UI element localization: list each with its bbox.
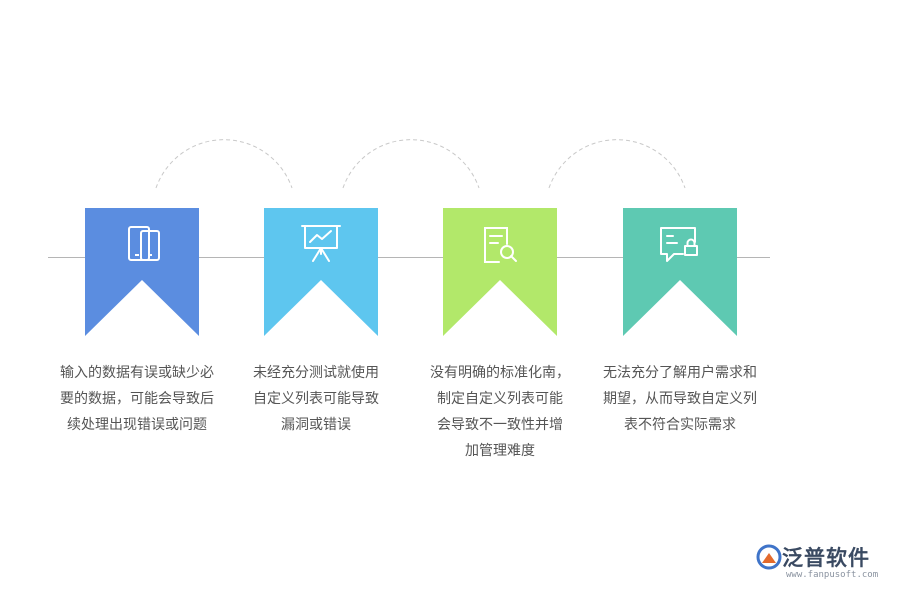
step-4-ribbon (623, 208, 737, 336)
step-2-ribbon (264, 208, 378, 336)
presentation-chart-icon (301, 225, 341, 262)
timeline-line (48, 257, 770, 258)
message-lock-icon (660, 227, 698, 262)
brand-mark-icon (756, 544, 782, 570)
brand-logo: 泛普软件 www.fanpusoft.com (756, 542, 886, 582)
document-search-icon (484, 227, 517, 263)
step-3-ribbon (443, 208, 557, 336)
step-3-text: 没有明确的标准化南， 制定自定义列表可能 会导致不一致性并增 加管理难度 (430, 365, 570, 459)
brand-url: www.fanpusoft.com (786, 570, 879, 580)
tablet-phone-icon (128, 226, 160, 261)
step-1-text: 输入的数据有误或缺少必 要的数据，可能会导致后 续处理出现错误或问题 (60, 365, 214, 433)
step-4-text: 无法充分了解用户需求和 期望，从而导致自定义列 表不符合实际需求 (603, 365, 757, 433)
step-1-ribbon (85, 208, 199, 336)
step-2-text: 未经充分测试就使用 自定义列表可能导致 漏洞或错误 (253, 365, 379, 433)
brand-name: 泛普软件 (782, 546, 870, 570)
